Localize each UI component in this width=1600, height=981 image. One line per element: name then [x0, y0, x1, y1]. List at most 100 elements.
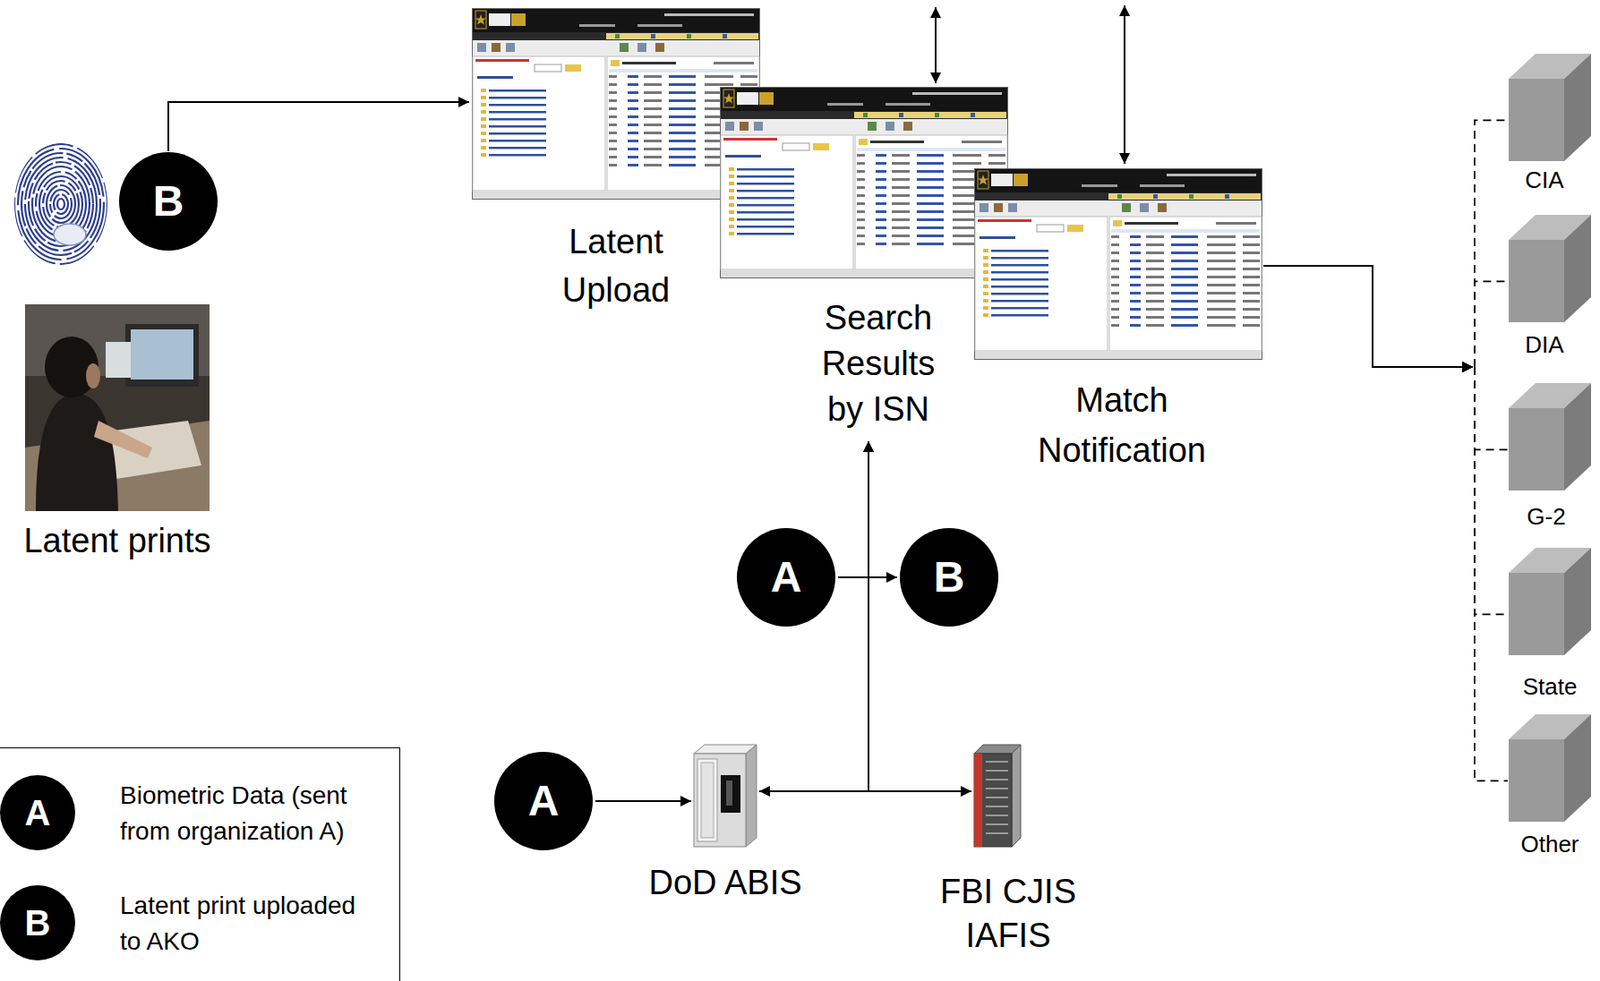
- fingerprint-image: [39, 176, 83, 232]
- fingerprint-image: [14, 144, 108, 265]
- system-icon: DoD ABIS: [648, 744, 802, 903]
- connector-line: [1474, 367, 1508, 781]
- legend-row: Latent print uploaded to AKO: [119, 870, 376, 978]
- connector-line: [1263, 265, 1473, 368]
- server-icon: [985, 805, 1009, 808]
- legend-symbol: [0, 885, 76, 961]
- lab-photo: [85, 363, 101, 389]
- fingerprint-image: [17, 148, 104, 260]
- legend-text: Latent print uploaded to AKO: [119, 888, 376, 960]
- connector: [1263, 265, 1508, 368]
- server-icon: [745, 744, 757, 848]
- fingerprint-image: [53, 223, 86, 246]
- connector-line: [595, 800, 692, 803]
- system-icon: Latent prints: [23, 304, 211, 561]
- screenshot: [975, 169, 1263, 360]
- callout-letter: A: [770, 556, 803, 599]
- lab-photo: [125, 324, 199, 387]
- database-cube: [1508, 53, 1592, 162]
- server-icon: [985, 787, 1009, 790]
- screenshot-panel: Search Results by ISN: [719, 86, 1009, 433]
- callout-letter: B: [153, 179, 185, 223]
- lab-photo: [105, 342, 131, 378]
- callout-circle: B: [899, 528, 999, 627]
- connector-line: [1263, 265, 1473, 368]
- connector-line: [168, 102, 470, 152]
- legend-box: Biometric Data (sent from organization A…: [0, 747, 401, 981]
- connectors: [168, 102, 1508, 802]
- node-label: Search Results by ISN: [802, 295, 955, 433]
- callout-circle: A: [494, 752, 593, 851]
- callout-circle: A: [736, 528, 836, 627]
- connector-line: [1263, 265, 1473, 368]
- fingerprint-image: [14, 143, 108, 266]
- icon-area: [974, 744, 1021, 848]
- icon-area: [1508, 214, 1592, 323]
- lab-photo: [25, 304, 210, 512]
- double-arrow: [1123, 5, 1126, 164]
- icon-area: [1508, 714, 1592, 822]
- server-icon: [974, 753, 983, 848]
- server-icon: [726, 780, 733, 806]
- lab-photo: [25, 304, 210, 512]
- database-cube: [1508, 547, 1592, 656]
- fingerprint-image: [25, 157, 97, 251]
- lab-photo: [94, 420, 153, 459]
- connector: [168, 102, 470, 152]
- icon-area: [25, 304, 210, 512]
- screenshot-panel: Match Notification: [974, 168, 1263, 476]
- database-cube: [1508, 714, 1592, 822]
- connector: [1263, 119, 1508, 368]
- screenshot: [720, 87, 1009, 279]
- system-icon: CIA: [1508, 53, 1592, 194]
- server-icon: [985, 778, 1009, 781]
- server-icon: [693, 744, 757, 848]
- connector: [1263, 265, 1508, 450]
- database-cube: [1508, 214, 1592, 323]
- connector: [595, 801, 692, 803]
- node-label: CIA: [1503, 166, 1586, 194]
- server-icon: [1011, 744, 1021, 848]
- screenshot: [472, 8, 761, 200]
- fingerprint-image: [14, 143, 108, 266]
- server-icon: [985, 796, 1009, 799]
- callout-letter: A: [10, 786, 65, 840]
- legend-text: Biometric Data (sent from organization A…: [119, 778, 376, 850]
- fingerprint-image: [28, 162, 94, 247]
- server-icon: [985, 770, 1009, 772]
- system-icon: FBI CJIS IAFIS: [916, 744, 1079, 959]
- icon-area: [1508, 53, 1592, 162]
- server-icon: [697, 759, 718, 842]
- node-label: Other: [1508, 830, 1592, 858]
- double-arrow: [934, 7, 937, 84]
- callout-letter: A: [528, 779, 560, 823]
- lab-photo: [35, 393, 119, 512]
- system-icon: State: [1508, 547, 1592, 701]
- fingerprint-image: [46, 185, 76, 223]
- icon-area: [693, 744, 757, 848]
- fingerprint-image: [57, 198, 65, 210]
- connector-line: [1263, 265, 1473, 368]
- connector-line: [1474, 367, 1508, 450]
- connector-line: [1474, 119, 1508, 368]
- legend-row: Biometric Data (sent from organization A…: [119, 760, 376, 868]
- lab-photo: [107, 420, 202, 480]
- node-label: FBI CJIS IAFIS: [927, 870, 1089, 959]
- callout-circle: B: [119, 152, 218, 251]
- icon-area: [1508, 383, 1592, 491]
- node-label: Latent prints: [23, 521, 211, 561]
- node-label: DIA: [1503, 331, 1586, 359]
- screenshot-panel: Latent Upload: [471, 8, 761, 315]
- server-icon: [693, 753, 746, 848]
- node-label: Match Notification: [1023, 375, 1221, 476]
- server-icon: [974, 753, 1012, 848]
- system-icon: DIA: [1508, 214, 1592, 359]
- callout-letter: B: [10, 896, 65, 950]
- node-label: DoD ABIS: [648, 863, 802, 903]
- server-icon: [985, 761, 1009, 763]
- lab-photo: [130, 329, 194, 380]
- legend-symbol: [0, 775, 76, 851]
- server-icon: [985, 832, 1009, 835]
- callout-letter: B: [933, 556, 966, 599]
